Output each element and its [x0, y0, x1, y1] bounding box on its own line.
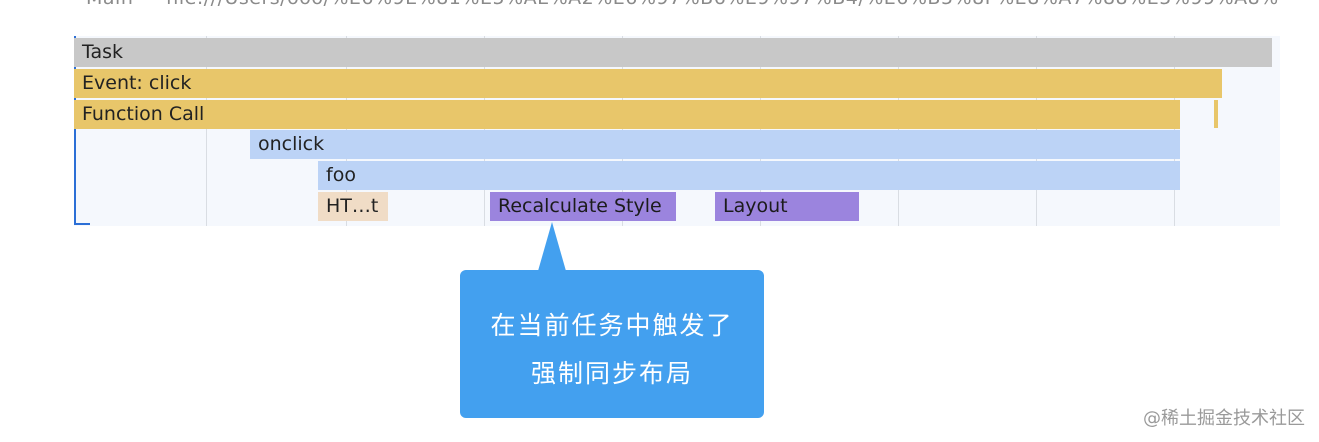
event-layout[interactable]: Layout [715, 192, 859, 221]
main-thread-label: Main — file:///Users/ooo/%E6%9E%81%E5%AE… [86, 0, 1280, 9]
callout-bubble: 在当前任务中触发了 强制同步布局 [460, 270, 764, 418]
event-function-call[interactable]: Function Call [74, 100, 1180, 129]
event-task[interactable]: Task [74, 38, 1272, 67]
event-onclick[interactable]: onclick [250, 130, 1180, 159]
event-recalculate-style[interactable]: Recalculate Style [490, 192, 676, 221]
watermark: @稀土掘金技术社区 [1143, 408, 1305, 429]
selection-marker-bottom [74, 223, 90, 225]
callout-pointer [538, 222, 566, 271]
main-thread-header[interactable]: Main — file:///Users/ooo/%E6%9E%81%E5%AE… [74, 0, 1280, 36]
event-click[interactable]: Event: click [74, 69, 1222, 98]
callout-line-2: 强制同步布局 [530, 359, 693, 388]
callout-line-1: 在当前任务中触发了 [490, 311, 734, 340]
event-foo[interactable]: foo [318, 161, 1180, 190]
flame-chart: Main — file:///Users/ooo/%E6%9E%81%E5%AE… [74, 0, 1280, 226]
selection-marker [74, 36, 76, 224]
function-call-tail[interactable] [1214, 100, 1218, 128]
event-parse-html[interactable]: HT…t [318, 192, 388, 221]
grid-line [206, 36, 207, 226]
